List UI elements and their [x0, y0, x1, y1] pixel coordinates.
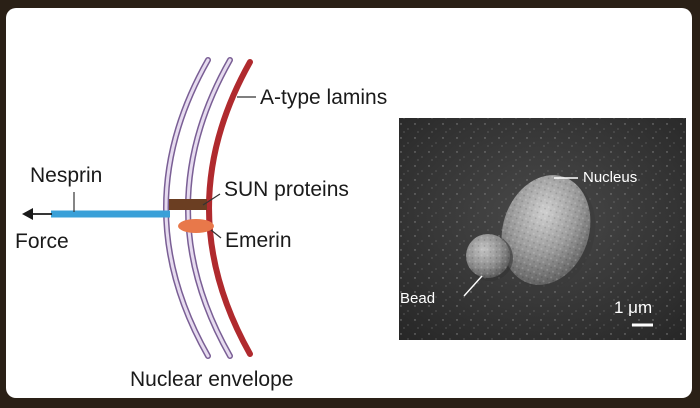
sun-proteins-label: SUN proteins — [224, 178, 349, 201]
nucleus-label: Nucleus — [583, 169, 638, 186]
micrograph-leader-lines — [463, 177, 578, 297]
nuclear-envelope-label: Nuclear envelope — [130, 368, 294, 391]
sun-protein — [169, 199, 207, 210]
bead-label: Bead — [400, 290, 436, 307]
a-type-lamins-label: A-type lamins — [260, 86, 388, 109]
force-arrow — [22, 208, 52, 220]
nuclear-envelope-diagram — [22, 57, 256, 359]
emerin-shape — [178, 219, 214, 233]
figure-frame: A-type lamins Nesprin SUN proteins Force… — [6, 8, 692, 398]
nesprin-label: Nesprin — [30, 164, 103, 187]
scale-label: 1 μm — [614, 298, 653, 317]
nucleus-shape — [501, 175, 596, 290]
sem-micrograph — [399, 118, 686, 340]
lamina-curve — [206, 59, 253, 357]
force-label: Force — [15, 230, 69, 253]
outer-nuclear-membrane — [163, 57, 211, 359]
diagram-leader-lines — [73, 96, 256, 239]
bead-shape — [466, 234, 513, 281]
emerin-label: Emerin — [225, 229, 292, 252]
